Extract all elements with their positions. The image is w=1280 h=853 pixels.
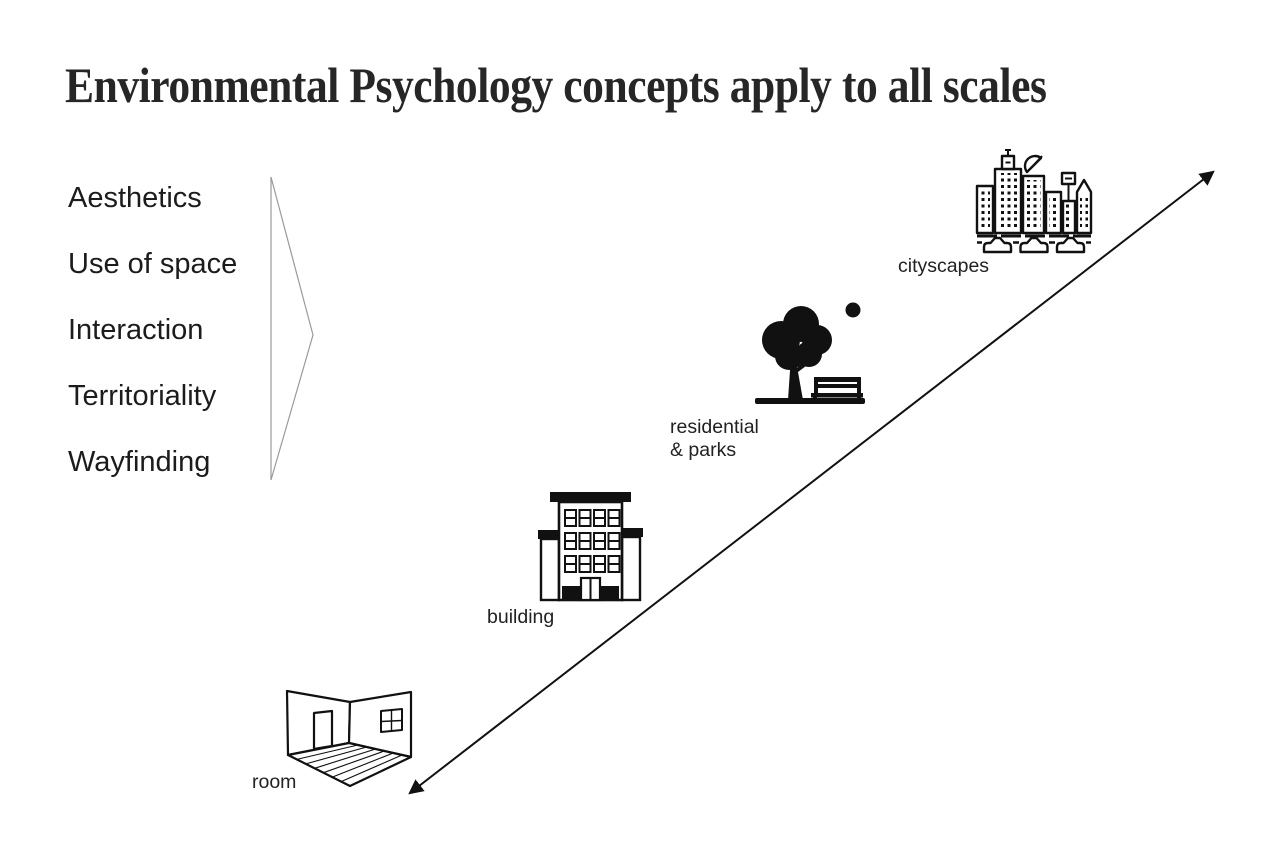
concept-item-aesthetics: Aesthetics [68,182,202,214]
concepts-bracket-shape [270,176,314,481]
park-icon [755,302,865,404]
building-door [579,576,602,602]
scale-label-residential-parks: residential & parks [670,416,759,461]
building-icon [538,492,643,602]
scale-axis-arrow [408,170,1215,795]
bench-shape [811,377,863,404]
room-icon [285,689,413,788]
scale-label-cityscapes: cityscapes [898,255,990,277]
sun-dot [845,302,861,318]
concept-item-use-of-space: Use of space [68,248,238,280]
concepts-list: Aesthetics Use of space Interaction Terr… [68,180,237,510]
concept-item-interaction: Interaction [68,314,204,346]
scale-label-room: room [252,771,297,793]
concept-item-territoriality: Territoriality [68,380,217,412]
page-title: Environmental Psychology concepts apply … [65,57,1047,113]
concept-item-wayfinding: Wayfinding [68,446,211,478]
room-door [312,709,334,751]
car-shapes [982,236,1086,254]
room-window [380,708,403,733]
scale-label-building: building [487,606,555,628]
cityscape-icon [975,149,1093,254]
